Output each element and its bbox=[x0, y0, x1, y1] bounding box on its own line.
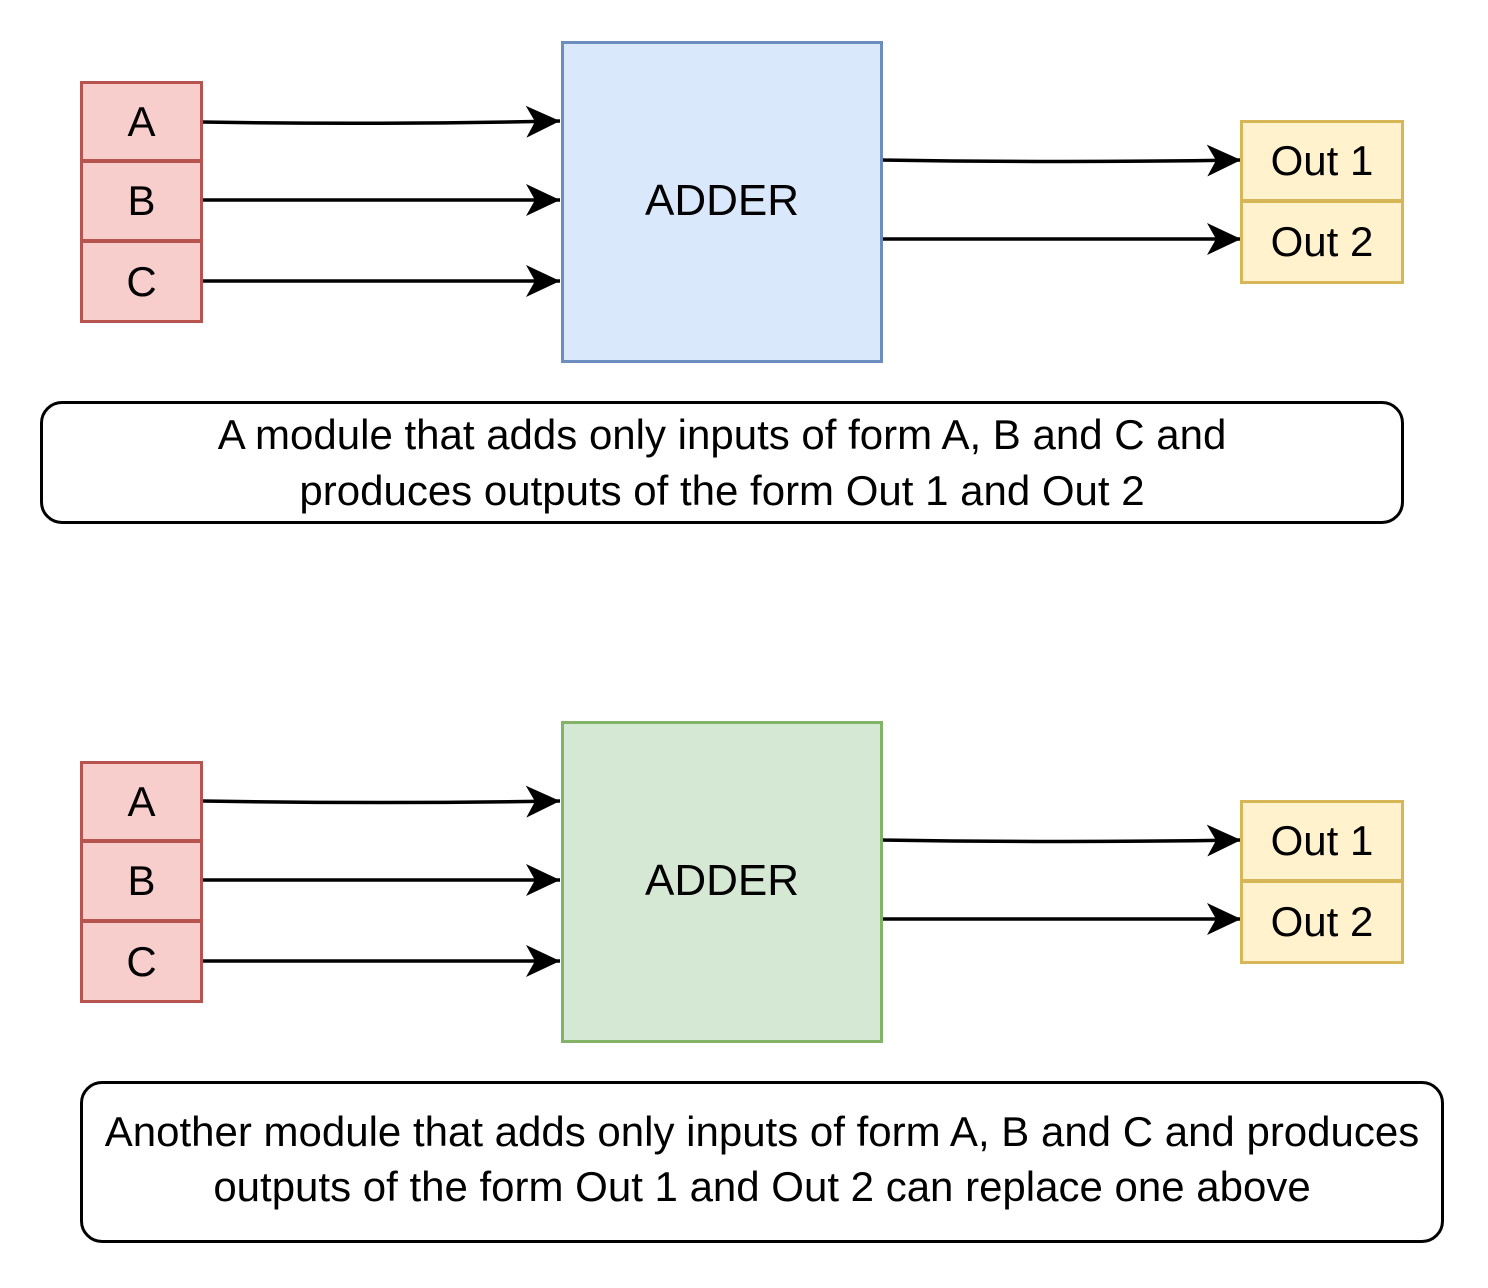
input-label: B bbox=[127, 177, 156, 224]
caption-text: A module that adds only inputs of form A… bbox=[217, 411, 1227, 514]
output-label: Out 2 bbox=[1270, 898, 1374, 945]
module-label: ADDER bbox=[644, 856, 800, 905]
input-label: A bbox=[127, 97, 156, 145]
arrow-a-to-adder bbox=[201, 785, 561, 818]
adder-module: ADDER bbox=[561, 41, 883, 363]
output-label: Out 1 bbox=[1270, 137, 1374, 184]
input-b: B bbox=[80, 160, 203, 242]
module-label: ADDER bbox=[644, 176, 800, 225]
input-c: C bbox=[80, 920, 203, 1003]
output-label: Out 1 bbox=[1270, 817, 1374, 864]
input-label: C bbox=[126, 257, 157, 305]
input-b: B bbox=[80, 840, 203, 922]
input-a: A bbox=[80, 761, 203, 842]
output-out1: Out 1 bbox=[1240, 120, 1404, 202]
output-out2: Out 2 bbox=[1240, 880, 1404, 964]
caption-box: Another module that adds only inputs of … bbox=[80, 1081, 1444, 1243]
output-out1: Out 1 bbox=[1240, 800, 1404, 882]
caption-text: Another module that adds only inputs of … bbox=[104, 1107, 1420, 1210]
output-label: Out 2 bbox=[1270, 218, 1374, 265]
output-out2: Out 2 bbox=[1240, 200, 1404, 284]
input-label: B bbox=[127, 857, 156, 904]
arrow-a-to-adder bbox=[201, 105, 561, 138]
input-c: C bbox=[80, 240, 203, 323]
input-label: A bbox=[127, 777, 156, 825]
adder-module: ADDER bbox=[561, 721, 883, 1043]
caption-box: A module that adds only inputs of form A… bbox=[40, 401, 1404, 524]
arrow-adder-to-out1 bbox=[881, 824, 1242, 857]
input-label: C bbox=[126, 937, 157, 985]
input-a: A bbox=[80, 81, 203, 162]
arrow-adder-to-out1 bbox=[881, 144, 1242, 177]
